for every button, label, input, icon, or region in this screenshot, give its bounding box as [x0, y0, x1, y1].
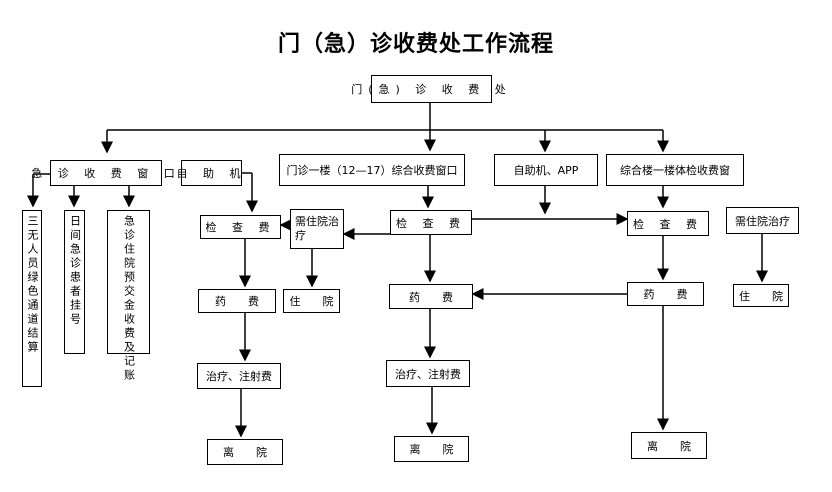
discharge-right-box: 离 院 [631, 432, 707, 459]
discharge-left-box: 离 院 [207, 439, 283, 465]
hospital-treatment-right-box: 需住院治疗 [726, 207, 799, 234]
drug-fee-mid-box: 药 费 [389, 284, 473, 309]
self-service-kiosk-left-box: 自 助 机 [177, 160, 242, 186]
inpatient-left-box: 住 院 [283, 289, 340, 313]
exam-fee-right-box: 检 查 费 [627, 211, 709, 236]
self-service-app-box: 自助机、APP [494, 154, 598, 186]
page-title: 门（急）诊收费处工作流程 [277, 32, 554, 57]
treatment-injection-mid-box: 治疗、注射费 [386, 360, 470, 387]
exam-fee-mid-box: 检 查 费 [390, 210, 472, 235]
hospital-treatment-mid-box: 需住院治疗 [290, 209, 344, 249]
day-emergency-registration-box: 日间急诊患者挂号 [64, 210, 85, 354]
inpatient-right-box: 住 院 [733, 284, 789, 307]
drug-fee-right-box: 药 费 [627, 282, 704, 306]
green-channel-settlement-box: 三无人员绿色通道结算 [22, 210, 42, 387]
cashier-office-box: 门(急) 诊 收 费 处 [351, 75, 506, 103]
outpatient-cashier-window-box: 门诊一楼（12—17）综合收费窗口 [279, 154, 465, 186]
emergency-cashier-window-box: 急 诊 收 费 窗 口 [31, 160, 175, 186]
treatment-injection-left-box: 治疗、注射费 [197, 363, 281, 389]
discharge-mid-box: 离 院 [394, 436, 469, 462]
deposit-billing-box: 急诊住院预交金收费及记账 [107, 210, 150, 383]
exam-fee-left-box: 检 查 费 [200, 215, 281, 239]
drug-fee-left-box: 药 费 [198, 289, 276, 313]
complex-building-window-box: 综合楼一楼体检收费窗 [606, 154, 744, 186]
